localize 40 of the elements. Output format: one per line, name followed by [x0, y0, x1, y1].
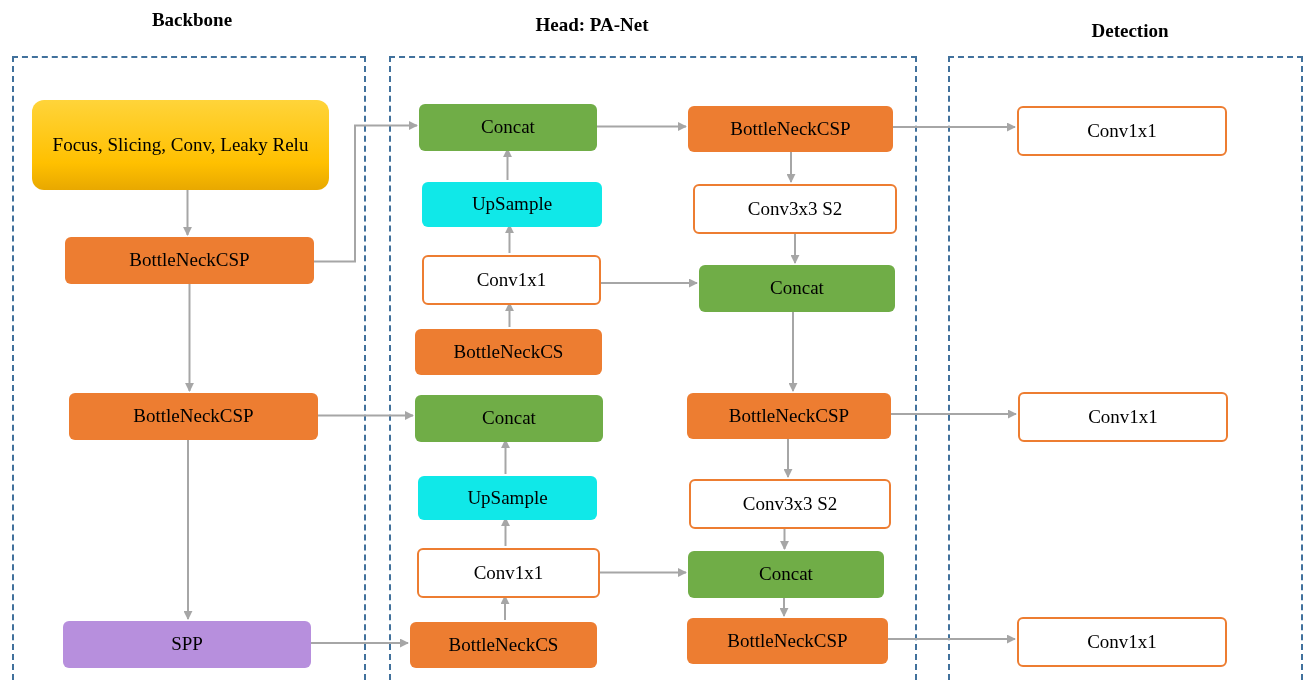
arrow [786, 149, 796, 183]
conv-block: Conv1x1 [422, 255, 601, 305]
conv-block: Conv3x3 S2 [693, 184, 897, 234]
conv-block: Conv1x1 [1017, 106, 1227, 156]
arrow [788, 309, 798, 392]
csp-block: BottleNeckCSP [687, 618, 888, 664]
arrow [501, 439, 510, 475]
conv-block: Conv1x1 [1017, 617, 1227, 667]
arrow [503, 148, 512, 181]
arrow [783, 436, 793, 478]
arrow [501, 517, 510, 547]
concat-block: Concat [415, 395, 603, 442]
upsample-block: UpSample [418, 476, 597, 520]
csp-block: BottleNeckCS [415, 329, 602, 375]
csp-block: BottleNeckCSP [687, 393, 891, 439]
arrow [780, 526, 789, 550]
arrow [790, 231, 800, 264]
arrow [183, 437, 193, 620]
conv-block: Conv1x1 [417, 548, 600, 598]
csp-block: BottleNeckCSP [688, 106, 893, 152]
arrow [500, 595, 510, 621]
arrow [183, 187, 192, 236]
csp-block: BottleNeckCSP [65, 237, 314, 284]
concat-block: Concat [699, 265, 895, 312]
arrow [185, 281, 194, 392]
conv-block: Conv3x3 S2 [689, 479, 891, 529]
csp-block: BottleNeckCS [410, 622, 597, 668]
arrow [505, 224, 514, 254]
spp-block: SPP [63, 621, 311, 668]
upsample-block: UpSample [422, 182, 602, 227]
panel-heading: Head: PA-Net [535, 14, 649, 36]
concat-block: Concat [688, 551, 884, 598]
panel-heading: Detection [1091, 20, 1169, 42]
csp-block: BottleNeckCSP [69, 393, 318, 440]
input-box: Focus, Slicing, Conv, Leaky Relu [32, 100, 329, 190]
concat-block: Concat [419, 104, 597, 151]
arrow [505, 302, 514, 328]
panel-heading: Backbone [151, 9, 233, 31]
conv-block: Conv1x1 [1018, 392, 1228, 442]
arrow [779, 595, 789, 617]
